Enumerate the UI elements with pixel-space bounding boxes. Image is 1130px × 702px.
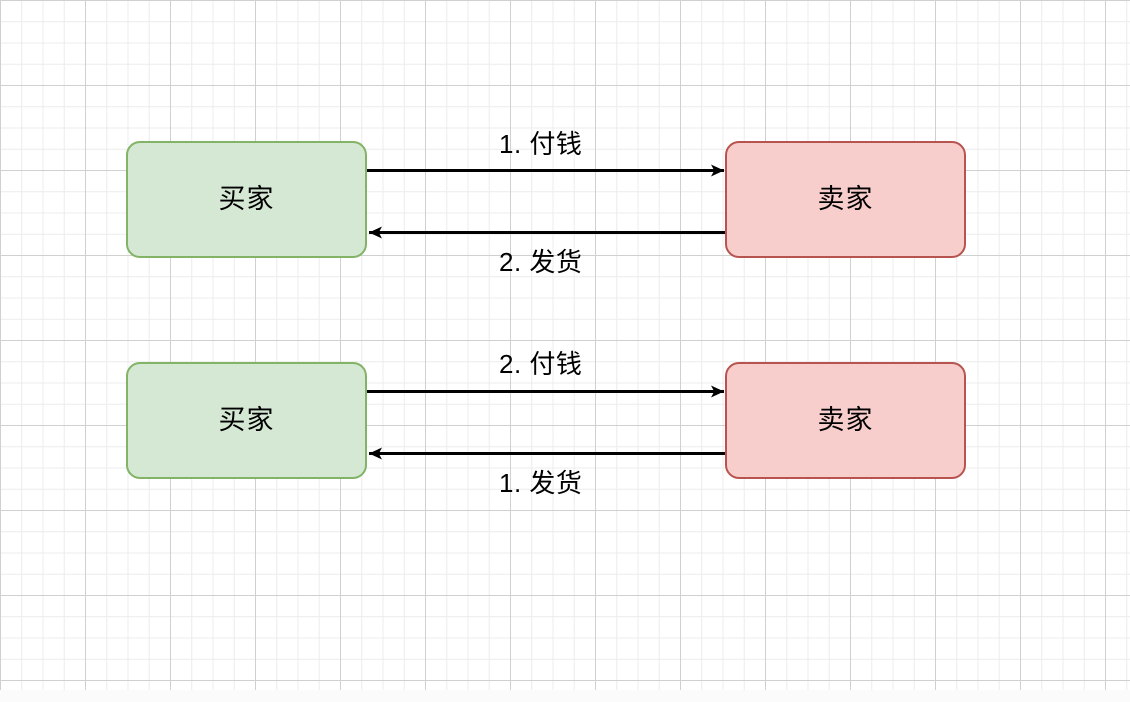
node-label: 买家 <box>218 405 275 435</box>
edge-label-pay-top[interactable]: 1. 付钱 <box>499 129 583 159</box>
edge-label-ship-top[interactable]: 2. 发货 <box>499 247 583 277</box>
node-label: 买家 <box>218 184 275 214</box>
node-buyer-bottom[interactable]: 买家 <box>126 362 367 479</box>
edge-label-pay-bottom[interactable]: 2. 付钱 <box>499 349 583 379</box>
node-label: 卖家 <box>817 405 874 435</box>
node-label: 卖家 <box>817 184 874 214</box>
node-seller-top[interactable]: 卖家 <box>725 141 966 258</box>
node-buyer-top[interactable]: 买家 <box>126 141 367 258</box>
edge-label-ship-bottom[interactable]: 1. 发货 <box>499 468 583 498</box>
canvas-bottom-strip <box>0 690 1130 702</box>
node-seller-bottom[interactable]: 卖家 <box>725 362 966 479</box>
